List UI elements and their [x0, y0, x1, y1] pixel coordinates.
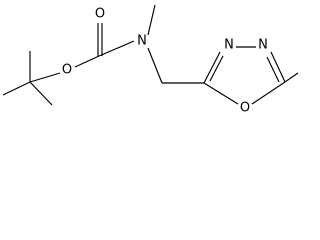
bond-tbu-methyl-2	[2, 81, 31, 96]
bond-c2-n3	[203, 51, 221, 84]
atom-label-ring-nitrogen-2: N	[258, 38, 268, 53]
bond-n4-c5-inner	[266, 56, 280, 83]
oxadiazole-ring	[203, 46, 299, 105]
bond-n-ch2	[147, 47, 163, 84]
atom-label-ester-oxygen: O	[62, 63, 72, 78]
bond-n4-c5	[270, 51, 286, 83]
bond-c2-n3-inner	[209, 55, 224, 82]
bond-o1-c2	[203, 82, 239, 105]
atom-label-amide-nitrogen: N	[137, 34, 147, 49]
n-substituents	[147, 4, 204, 84]
structure-diagram: O O N N N O	[2, 4, 299, 116]
carbamate-group	[74, 23, 135, 68]
atom-label-carbonyl-oxygen: O	[95, 7, 105, 22]
bond-tbu-methyl-3	[29, 81, 53, 106]
bond-n-methyl	[147, 4, 156, 36]
bond-carbonyl-c-n	[98, 40, 135, 57]
atom-label-ring-nitrogen-1: N	[224, 38, 234, 53]
bond-c5-o1	[251, 81, 286, 105]
bond-c5-methyl	[284, 72, 299, 83]
bond-o-carbonyl-c	[74, 55, 100, 68]
bond-tbu-o	[29, 72, 61, 83]
tert-butyl-group	[2, 51, 61, 106]
atom-label-ring-oxygen: O	[240, 101, 250, 116]
